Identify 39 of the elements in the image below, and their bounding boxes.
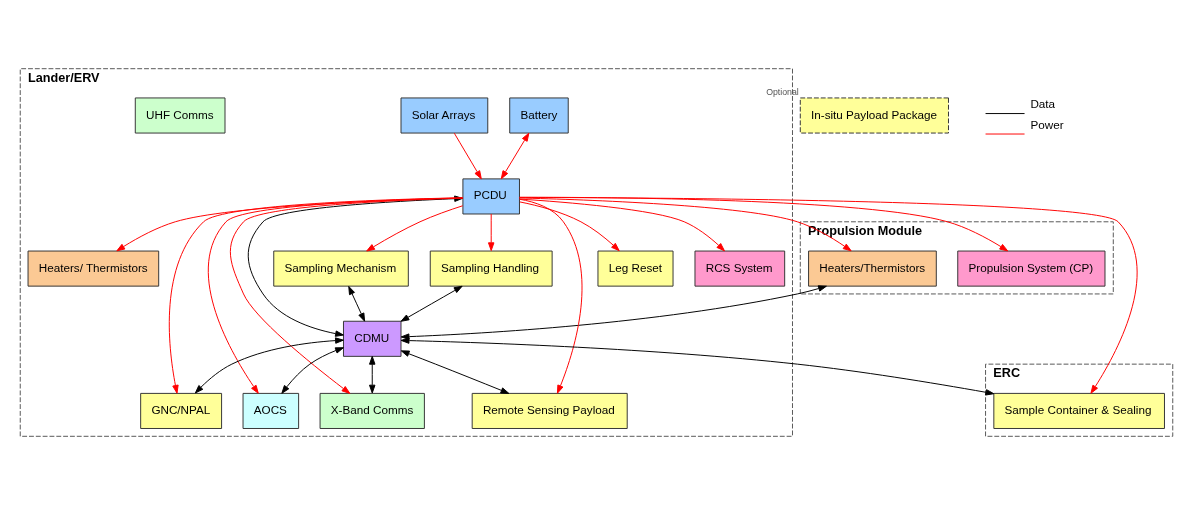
- node-box: Propulsion System (CP): [957, 250, 1106, 287]
- arrow: [400, 350, 510, 394]
- node-box: Leg Reset: [597, 250, 674, 287]
- arrow: [519, 201, 620, 252]
- arrow: [369, 355, 376, 394]
- node-box: PCDU: [462, 178, 520, 215]
- node-box: Heaters/Thermistors: [808, 250, 937, 287]
- arrow: [519, 198, 583, 394]
- node-box: AOCS: [242, 392, 300, 429]
- node-box: UHF Comms: [134, 97, 226, 134]
- arrow: [487, 213, 495, 252]
- node-box: RCS System: [694, 250, 786, 287]
- node-box: In-situ Payload Package: [799, 97, 949, 134]
- arrow: [281, 347, 344, 394]
- arrow: [453, 132, 482, 180]
- node-box: GNC/NPAL: [140, 392, 223, 429]
- node-box: CDMU: [343, 320, 402, 357]
- node-box: Battery: [509, 97, 569, 134]
- node-label: Optional: [766, 87, 799, 98]
- arrow: [194, 337, 344, 394]
- arrow: [519, 196, 1009, 252]
- node-box: Sampling Mechanism: [273, 250, 409, 287]
- arrow: [400, 285, 827, 340]
- legend-label: Data: [1030, 97, 1056, 111]
- legend-label: Power: [1030, 117, 1064, 131]
- arrow: [400, 337, 995, 396]
- node-box: X-Band Comms: [319, 392, 425, 429]
- node-box: Sample Container & Sealing: [993, 392, 1165, 429]
- arrow: [519, 198, 725, 252]
- arrow: [400, 285, 463, 322]
- node-box: Solar Arrays: [400, 97, 489, 134]
- arrow: [366, 205, 464, 252]
- node-box: Remote Sensing Payload: [471, 392, 628, 429]
- arrow: [519, 197, 852, 252]
- arrow: [519, 196, 1138, 394]
- node-box: Heaters/ Thermistors: [27, 250, 160, 287]
- arrow: [348, 285, 366, 322]
- arrow: [500, 132, 530, 180]
- node-box: Sampling Handling: [429, 250, 553, 287]
